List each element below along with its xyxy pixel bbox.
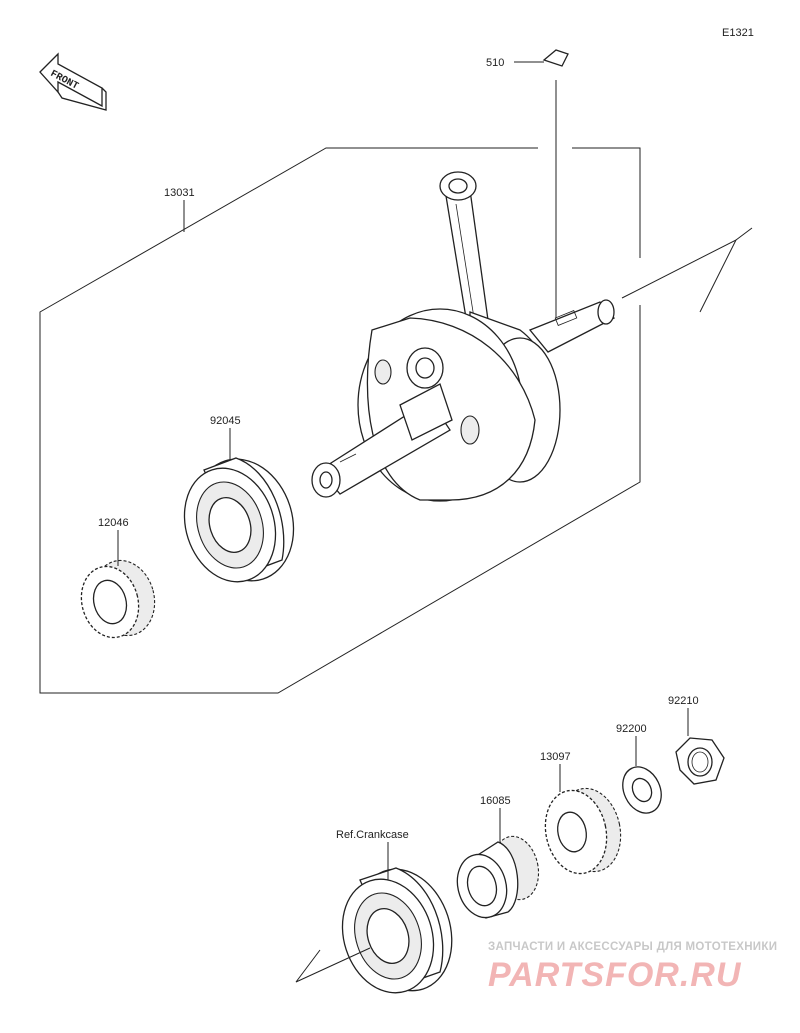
gear-16085 (456, 808, 540, 919)
label-13097: 13097 (540, 751, 571, 763)
diagram-code: E1321 (722, 27, 754, 39)
bearing-92045 (183, 428, 295, 583)
watermark-tagline: ЗАПЧАСТИ И АКСЕССУАРЫ ДЛЯ МОТОТЕХНИКИ (488, 941, 777, 953)
front-arrow-icon: FRONT (39, 52, 107, 111)
watermark-logo: PARTSFOR.RU (488, 956, 742, 994)
label-ref-crankcase: Ref.Crankcase (336, 829, 409, 841)
nut-92210 (675, 708, 725, 785)
label-92045: 92045 (210, 415, 241, 427)
label-92210: 92210 (668, 695, 699, 707)
label-13031: 13031 (164, 187, 195, 199)
gear-13097 (544, 764, 622, 875)
label-16085: 16085 (480, 795, 511, 807)
label-12046: 12046 (98, 517, 129, 529)
cut-line-upper (621, 238, 738, 313)
washer-92200 (622, 736, 662, 814)
crankshaft-assembly (311, 171, 616, 502)
bearing-ref-crankcase (295, 842, 453, 994)
label-92200: 92200 (616, 723, 647, 735)
woodruff-key-510 (514, 49, 569, 318)
assembly-outline (39, 147, 641, 694)
label-510: 510 (486, 57, 504, 69)
gear-12046 (80, 530, 156, 639)
